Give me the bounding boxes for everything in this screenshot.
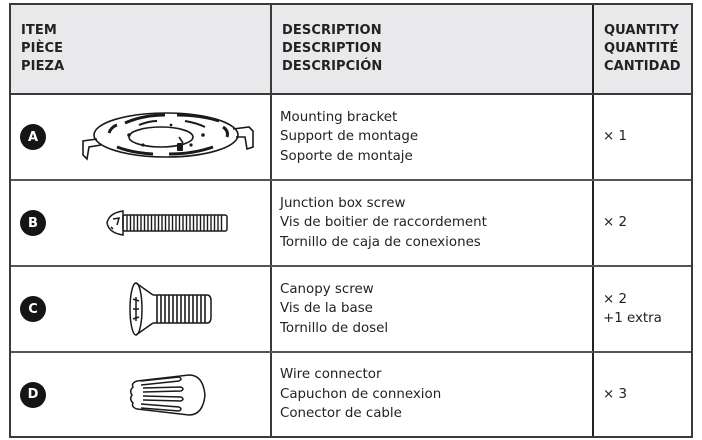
description-cell: Mounting bracket Support de montage Sopo… [270,95,592,179]
header-description-en: DESCRIPTION [282,23,382,38]
item-cell: D [11,353,270,436]
quantity-cell: × 3 [592,353,691,436]
item-cell: A [11,95,270,179]
junction-box-screw-icon [103,181,233,265]
description-en: Canopy screw [280,281,374,297]
quantity-value: × 2 [603,215,627,231]
description-fr: Vis de boitier de raccordement [280,215,487,231]
quantity-value: × 1 [603,129,627,145]
canopy-screw-icon [127,267,213,351]
mounting-bracket-icon [73,95,259,179]
header-item-en: ITEM [21,23,57,38]
table-row: B [11,181,691,267]
header-item-es: PIEZA [21,59,65,74]
quantity-cell: × 1 [592,95,691,179]
item-quantity: × 2 [594,213,627,233]
item-cell: B [11,181,270,265]
table-row: A [11,95,691,181]
item-letter-badge: A [20,124,46,150]
quantity-value: × 3 [603,386,627,402]
quantity-cell: × 2 +1 extra [592,267,691,351]
description-fr: Capuchon de connexion [280,386,442,402]
item-letter-badge: C [20,296,46,322]
header-description-es: DESCRIPCIÓN [282,59,383,74]
quantity-cell: × 2 [592,181,691,265]
header-item-label: ITEM PIÈCE PIEZA [11,22,64,76]
quantity-value: × 2 [603,291,627,307]
item-description: Mounting bracket Support de montage Sopo… [272,108,418,167]
description-es: Soporte de montaje [280,148,413,164]
description-es: Conector de cable [280,406,402,422]
description-fr: Vis de la base [280,301,373,317]
item-letter-badge: B [20,210,46,236]
item-description: Canopy screw Vis de la base Tornillo de … [272,280,388,339]
item-quantity: × 2 +1 extra [594,290,662,329]
item-quantity: × 3 [594,385,627,405]
header-item-fr: PIÈCE [21,41,64,56]
header-item-cell: ITEM PIÈCE PIEZA [11,5,270,93]
description-es: Tornillo de dosel [280,320,389,336]
header-quantity-fr: QUANTITÉ [604,41,679,56]
item-description: Wire connector Capuchon de connexion Con… [272,365,441,424]
description-fr: Support de montage [280,129,419,145]
table-row: C [11,267,691,353]
wire-connector-icon [127,353,211,436]
item-quantity: × 1 [594,127,627,147]
item-cell: C [11,267,270,351]
description-en: Junction box screw [280,195,406,211]
header-quantity-cell: QUANTITY QUANTITÉ CANTIDAD [592,5,691,93]
table-header-row: ITEM PIÈCE PIEZA DESCRIPTION DESCRIPTION… [11,5,691,95]
table-row: D Wi [11,353,691,436]
description-cell: Junction box screw Vis de boitier de rac… [270,181,592,265]
description-es: Tornillo de caja de conexiones [280,234,481,250]
header-description-label: DESCRIPTION DESCRIPTION DESCRIPCIÓN [272,22,382,76]
description-en: Wire connector [280,367,382,383]
description-cell: Canopy screw Vis de la base Tornillo de … [270,267,592,351]
header-quantity-en: QUANTITY [604,23,679,38]
description-en: Mounting bracket [280,109,398,125]
parts-table: ITEM PIÈCE PIEZA DESCRIPTION DESCRIPTION… [9,3,693,438]
header-description-fr: DESCRIPTION [282,41,382,56]
header-quantity-label: QUANTITY QUANTITÉ CANTIDAD [594,22,681,76]
quantity-extra: +1 extra [603,311,662,326]
header-description-cell: DESCRIPTION DESCRIPTION DESCRIPCIÓN [270,5,592,93]
header-quantity-es: CANTIDAD [604,59,681,74]
description-cell: Wire connector Capuchon de connexion Con… [270,353,592,436]
item-description: Junction box screw Vis de boitier de rac… [272,194,487,253]
item-letter-badge: D [20,381,46,408]
